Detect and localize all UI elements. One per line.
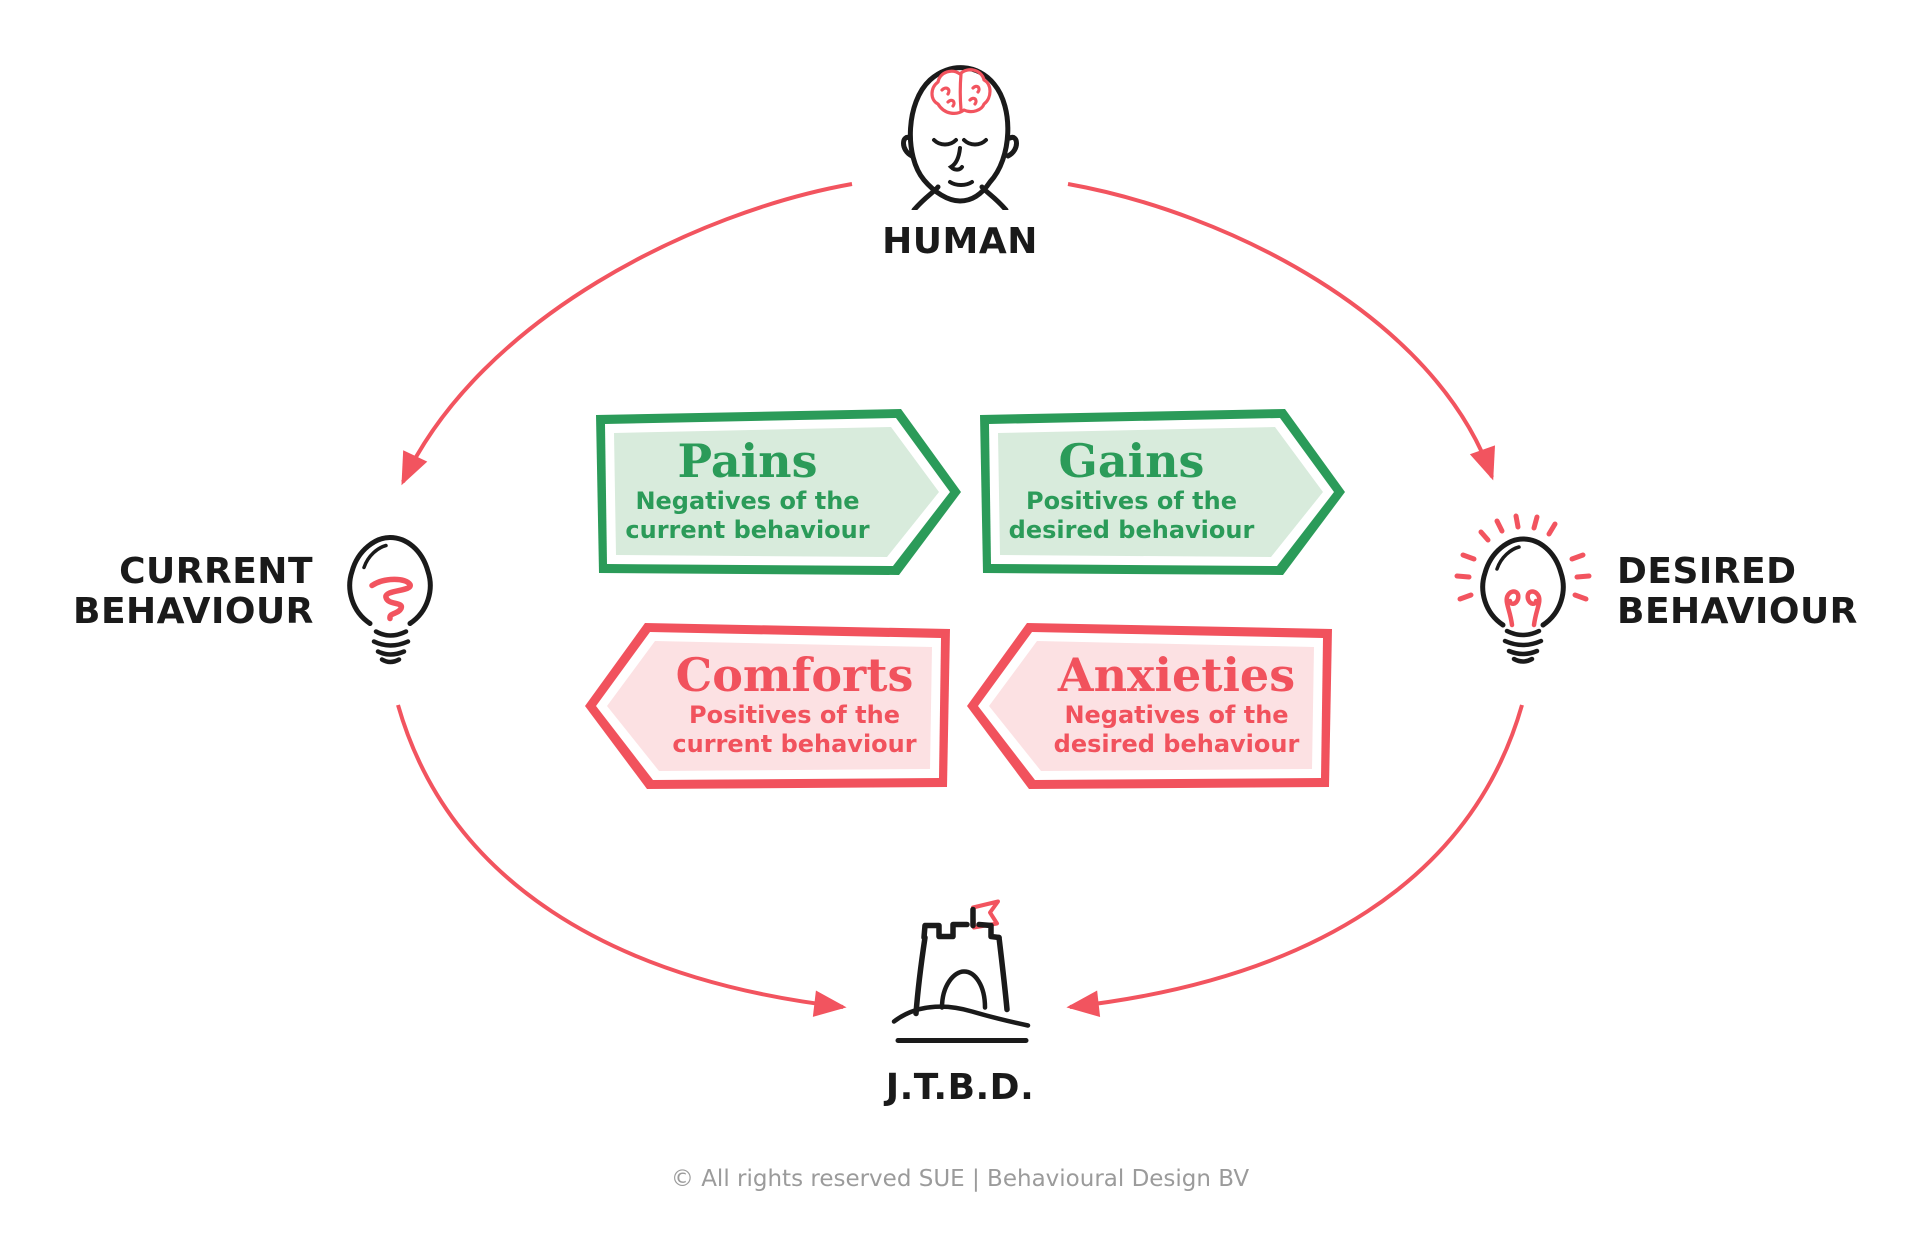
- human-head-brain-icon: [901, 65, 1019, 210]
- anxieties-title: Anxieties: [1057, 648, 1296, 702]
- anxieties-arrow-shape: [967, 623, 1332, 789]
- comforts-subtitle: Positives of the current behaviour: [672, 701, 917, 758]
- copyright-text: © All rights reserved SUE | Behavioural …: [670, 1166, 1250, 1192]
- sandcastle-flag-icon: [891, 899, 1031, 1043]
- arrow-human-to-current: [401, 182, 853, 486]
- comforts-box: Comforts Positives of the current behavi…: [585, 622, 950, 790]
- comforts-title: Comforts: [675, 648, 914, 702]
- anxieties-subtitle: Negatives of the desired behaviour: [1053, 701, 1300, 758]
- jtbd-label: J.T.B.D.: [885, 1067, 1035, 1108]
- anxieties-box: Anxieties Negatives of the desired behav…: [967, 622, 1332, 790]
- arrow-human-to-desired: [1067, 182, 1495, 481]
- lightbulb-scribble-icon: [347, 534, 433, 665]
- pains-title: Pains: [677, 434, 818, 488]
- gains-box: Gains Positives of the desired behaviour: [980, 408, 1345, 576]
- lightbulb-shining-icon: [1454, 513, 1592, 664]
- gains-title: Gains: [1058, 434, 1205, 488]
- pains-box: Pains Negatives of the current behaviour: [596, 408, 961, 576]
- pains-arrow-shape: [596, 409, 961, 575]
- desired-behaviour-label: DESIRED BEHAVIOUR: [1617, 551, 1858, 632]
- pains-subtitle: Negatives of the current behaviour: [625, 487, 870, 544]
- arrow-current-to-jtbd: [396, 704, 847, 1017]
- gains-subtitle: Positives of the desired behaviour: [1008, 487, 1255, 544]
- comforts-arrow-shape: [585, 623, 950, 789]
- arrow-desired-to-jtbd: [1066, 704, 1524, 1018]
- gains-arrow-shape: [980, 409, 1345, 575]
- human-label: HUMAN: [882, 221, 1038, 262]
- current-behaviour-label: CURRENT BEHAVIOUR: [73, 551, 314, 632]
